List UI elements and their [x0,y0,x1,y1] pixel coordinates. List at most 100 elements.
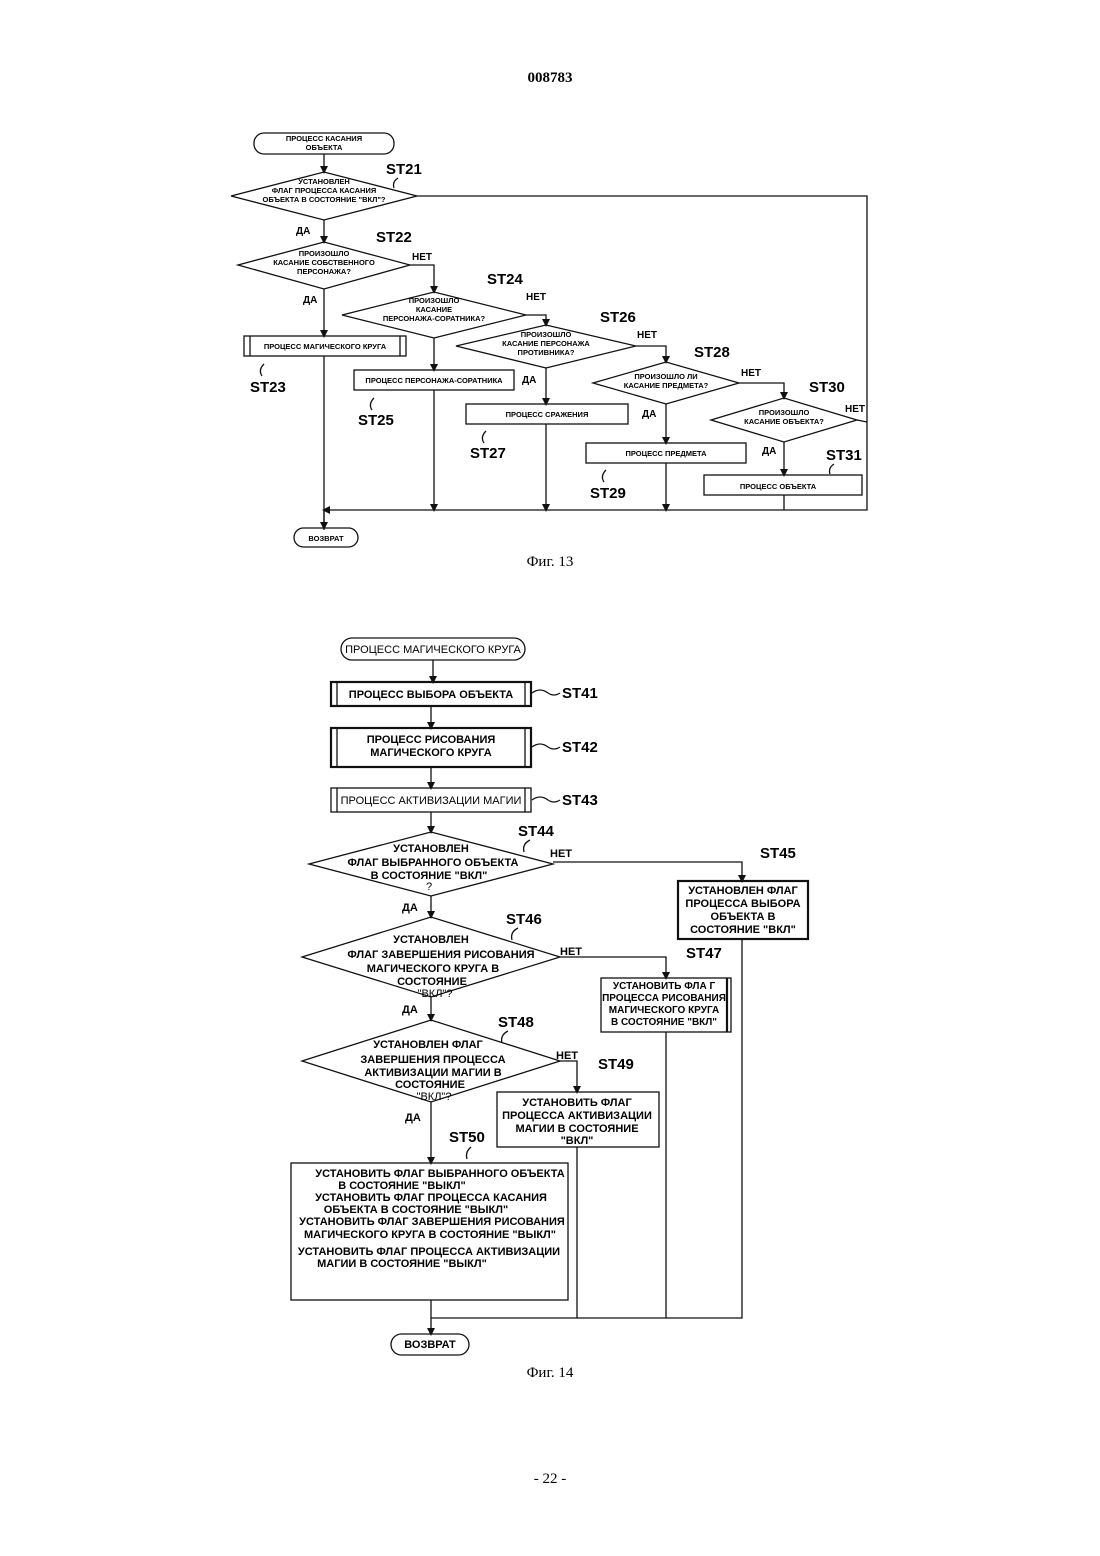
p50-l7: УСТАНОВИТЬ ФЛАГ ПРОЦЕССА АКТИВИЗАЦИИ [298,1246,560,1258]
p49-l1: УСТАНОВИТЬ ФЛАГ [522,1097,632,1109]
d46-l5: "ВКЛ"? [418,988,453,1000]
label-st42: ST42 [562,739,598,756]
d28-l2: КАСАНИЕ ПРЕДМЕТА? [624,381,709,390]
label-st23: ST23 [250,379,286,396]
p47-l2: ПРОЦЕССА РИСОВАНИЯ [602,993,726,1004]
p50-l2: В СОСТОЯНИЕ "ВЫКЛ" [338,1180,465,1192]
p50-l6: МАГИЧЕСКОГО КРУГА В СОСТОЯНИЕ "ВЫКЛ" [304,1229,556,1241]
figure-14-caption: Фиг. 14 [527,1365,574,1381]
start-line-2: ОБЪЕКТА [306,143,343,152]
d21-l1: УСТАНОВЛЕН [298,177,350,186]
label-st26: ST26 [600,309,636,326]
d48-l5: "ВКЛ"? [417,1091,452,1103]
label-st46: ST46 [506,911,542,928]
d24-l1: ПРОИЗОШЛО [409,296,460,305]
label-st45: ST45 [760,845,796,862]
label-st49: ST49 [598,1056,634,1073]
d46-l1: УСТАНОВЛЕН [393,934,469,946]
figure-13-flowchart: ПРОЦЕСС КАСАНИЯ ОБЪЕКТА УСТАНОВЛЕН ФЛАГ … [231,133,867,547]
p42-l2: МАГИЧЕСКОГО КРУГА [370,747,492,759]
d24-l2: КАСАНИЕ [416,305,452,314]
p50-l5: УСТАНОВИТЬ ФЛАГ ЗАВЕРШЕНИЯ РИСОВАНИЯ [299,1216,565,1228]
d48-l2: ЗАВЕРШЕНИЯ ПРОЦЕССА [360,1054,505,1066]
yes-st21: ДА [296,226,310,237]
d28-l1: ПРОИЗОШЛО ЛИ [634,372,697,381]
d26-l1: ПРОИЗОШЛО [521,330,572,339]
d22-l3: ПЕРСОНАЖА? [297,267,351,276]
figure-14-flowchart: ПРОЦЕСС МАГИЧЕСКОГО КРУГА ПРОЦЕСС ВЫБОРА… [291,638,808,1355]
d46-l4: СОСТОЯНИЕ [397,976,467,988]
label-st25: ST25 [358,412,394,429]
p50-l4: ОБЪЕКТА В СОСТОЯНИЕ "ВЫКЛ" [324,1204,508,1216]
d30-l2: КАСАНИЕ ОБЪЕКТА? [744,417,824,426]
p45-l1: УСТАНОВЛЕН ФЛАГ [688,885,798,897]
p49-l4: "ВКЛ" [561,1135,594,1147]
no-st24: НЕТ [526,292,546,303]
p45-l4: СОСТОЯНИЕ "ВКЛ" [690,924,796,936]
p31-text: ПРОЦЕСС ОБЪЕКТА [740,482,817,491]
label-st43: ST43 [562,792,598,809]
yes-st28: ДА [642,409,656,420]
no-st30: НЕТ [845,404,865,415]
p29-text: ПРОЦЕСС ПРЕДМЕТА [625,449,707,458]
d48-l3: АКТИВИЗАЦИИ МАГИИ В [364,1067,501,1079]
p50-l1: УСТАНОВИТЬ ФЛАГ ВЫБРАННОГО ОБЪЕКТА [315,1168,564,1180]
yes-st22: ДА [303,295,317,306]
d21-l3: ОБЪЕКТА В СОСТОЯНИЕ "ВКЛ"? [263,195,386,204]
d21-l2: ФЛАГ ПРОЦЕССА КАСАНИЯ [272,186,377,195]
d30-l1: ПРОИЗОШЛО [759,408,810,417]
label-st28: ST28 [694,344,730,361]
d22-l2: КАСАНИЕ СОБСТВЕННОГО [273,258,375,267]
label-st24: ST24 [487,271,524,288]
start-line-1: ПРОЦЕСС КАСАНИЯ [286,134,362,143]
p42-l1: ПРОЦЕСС РИСОВАНИЯ [367,734,496,746]
d46-l3: МАГИЧЕСКОГО КРУГА В [367,963,500,975]
p27-text: ПРОЦЕСС СРАЖЕНИЯ [506,410,589,419]
yes-st26: ДА [522,375,536,386]
d44-l1: УСТАНОВЛЕН [393,843,469,855]
label-st44: ST44 [518,823,555,840]
p41-text: ПРОЦЕСС ВЫБОРА ОБЪЕКТА [349,689,513,701]
label-st31: ST31 [826,447,862,464]
start14-text: ПРОЦЕСС МАГИЧЕСКОГО КРУГА [345,644,521,656]
yes-st44: ДА [402,902,418,914]
p47-l1: УСТАНОВИТЬ ФЛА Г [613,981,716,992]
document-number: 008783 [528,70,573,86]
yes-st46: ДА [402,1004,418,1016]
p50-l3: УСТАНОВИТЬ ФЛАГ ПРОЦЕССА КАСАНИЯ [315,1192,547,1204]
d44-l2: ФЛАГ ВЫБРАННОГО ОБЪЕКТА [348,857,519,869]
label-st48: ST48 [498,1014,534,1031]
label-st29: ST29 [590,485,626,502]
no-st44: НЕТ [550,848,572,860]
end14-text: ВОЗВРАТ [404,1339,456,1351]
yes-st48: ДА [405,1112,421,1124]
d26-l3: ПРОТИВНИКА? [518,348,575,357]
no-st46: НЕТ [560,946,582,958]
label-st47: ST47 [686,945,722,962]
p43-text: ПРОЦЕСС АКТИВИЗАЦИИ МАГИИ [341,795,522,807]
label-st27: ST27 [470,445,506,462]
p45-l3: ОБЪЕКТА В [711,911,776,923]
no-st22: НЕТ [412,252,432,263]
d22-l1: ПРОИЗОШЛО [299,249,350,258]
label-st30: ST30 [809,379,845,396]
no-st26: НЕТ [637,330,657,341]
d48-l4: СОСТОЯНИЕ [395,1079,465,1091]
p47-l4: В СОСТОЯНИЕ "ВКЛ" [611,1017,717,1028]
no-st48: НЕТ [556,1050,578,1062]
d48-l1: УСТАНОВЛЕН ФЛАГ [373,1039,483,1051]
p45-l2: ПРОЦЕССА ВЫБОРА [685,898,800,910]
label-st50: ST50 [449,1129,485,1146]
d46-l2: ФЛАГ ЗАВЕРШЕНИЯ РИСОВАНИЯ [347,949,534,961]
end-text: ВОЗВРАТ [308,534,344,543]
label-st41: ST41 [562,685,598,702]
yes-st30: ДА [762,446,776,457]
p23-text: ПРОЦЕСС МАГИЧЕСКОГО КРУГА [264,342,387,351]
p47-l3: МАГИЧЕСКОГО КРУГА [609,1005,719,1016]
p25-text: ПРОЦЕСС ПЕРСОНАЖА-СОРАТНИКА [365,376,503,385]
page-number: - 22 - [534,1471,567,1487]
figure-13-caption: Фиг. 13 [527,554,574,570]
d44-l4: ? [426,881,432,893]
d24-l3: ПЕРСОНАЖА-СОРАТНИКА? [383,314,486,323]
